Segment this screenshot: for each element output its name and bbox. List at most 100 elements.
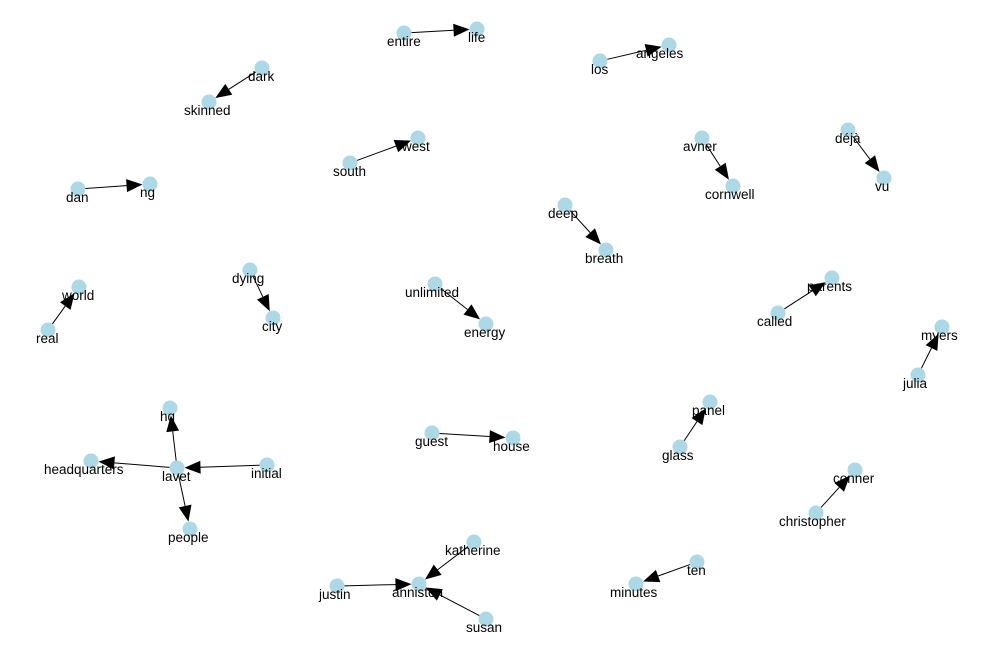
node-house xyxy=(505,430,521,446)
edge-julia-myers xyxy=(920,347,932,369)
node-avner xyxy=(694,130,710,146)
node-south xyxy=(342,155,358,171)
node-minutes xyxy=(628,576,644,592)
node-unlimited xyxy=(427,276,443,292)
node-label-conner: conner xyxy=(833,471,875,486)
arrowhead-initial-lavet xyxy=(184,460,201,474)
node-lavet xyxy=(169,460,185,476)
edge-dan-ng xyxy=(85,185,127,189)
node-breath xyxy=(598,242,614,258)
edges-layer xyxy=(51,23,939,616)
node-label-ng: ng xyxy=(140,185,155,200)
node-label-city: city xyxy=(262,319,283,334)
node-dan xyxy=(70,181,86,197)
node-label-minutes: minutes xyxy=(610,585,658,600)
node-hq xyxy=(162,400,178,416)
arrowhead-south-west xyxy=(393,140,411,153)
node-called xyxy=(770,305,786,321)
node-label-los: los xyxy=(591,62,609,77)
node-label-julia: julia xyxy=(902,376,928,391)
node-deep xyxy=(557,197,573,213)
edge-deja-vu xyxy=(852,135,871,160)
edge-lavet-people xyxy=(178,475,186,507)
nodes-layer xyxy=(40,21,950,627)
node-label-ten: ten xyxy=(687,563,706,578)
node-label-guest: guest xyxy=(415,434,448,449)
node-dark xyxy=(254,60,270,76)
node-label-parents: parents xyxy=(807,279,852,294)
node-glass xyxy=(672,439,688,455)
node-myers xyxy=(934,319,950,335)
node-west xyxy=(410,130,426,146)
node-christopher xyxy=(808,505,824,521)
edge-justin-anniston xyxy=(344,584,396,587)
arrowhead-ten-minutes xyxy=(643,569,661,583)
node-entire xyxy=(396,25,412,41)
arrowhead-dan-ng xyxy=(126,179,143,193)
node-katherine xyxy=(466,534,482,550)
node-label-myers: myers xyxy=(921,328,958,343)
edge-lavet-headquarters xyxy=(114,462,170,468)
arrowhead-dark-skinned xyxy=(215,83,233,98)
node-label-south: south xyxy=(333,164,366,179)
arrowhead-entire-life xyxy=(453,23,470,37)
node-label-cornwell: cornwell xyxy=(705,187,755,202)
arrowhead-called-parents xyxy=(808,282,826,297)
arrowhead-unlimited-energy xyxy=(463,304,481,320)
node-vu xyxy=(876,170,892,186)
node-city xyxy=(265,310,281,326)
arrowhead-julia-myers xyxy=(925,333,939,351)
node-label-anniston: anniston xyxy=(392,585,443,600)
node-label-real: real xyxy=(36,331,59,346)
edge-katherine-anniston xyxy=(437,546,469,571)
node-label-headquarters: headquarters xyxy=(44,462,124,477)
node-label-breath: breath xyxy=(585,251,623,266)
node-label-angeles: angeles xyxy=(636,46,684,61)
node-label-avner: avner xyxy=(683,139,717,154)
node-skinned xyxy=(201,94,217,110)
arrowhead-lavet-people xyxy=(178,504,192,522)
node-life xyxy=(469,21,485,37)
node-dying xyxy=(242,262,258,278)
edge-ten-minutes xyxy=(657,564,691,577)
node-real xyxy=(40,322,56,338)
edge-dark-skinned xyxy=(228,71,256,90)
node-headquarters xyxy=(83,453,99,469)
node-label-unlimited: unlimited xyxy=(405,285,459,300)
node-label-entire: entire xyxy=(387,34,421,49)
node-label-life: life xyxy=(468,30,485,45)
node-deja xyxy=(840,122,856,138)
node-guest xyxy=(424,425,440,441)
node-label-hq: hq xyxy=(160,409,175,424)
node-label-deep: deep xyxy=(548,206,578,221)
edge-glass-panel xyxy=(683,421,698,442)
node-label-called: called xyxy=(757,314,792,329)
node-label-dying: dying xyxy=(232,271,264,286)
node-label-skinned: skinned xyxy=(184,103,231,118)
edge-called-parents xyxy=(784,290,813,310)
edge-real-world xyxy=(51,305,66,325)
node-justin xyxy=(329,578,345,594)
node-label-initial: initial xyxy=(251,466,282,481)
edge-unlimited-energy xyxy=(440,288,468,310)
node-label-dark: dark xyxy=(248,69,275,84)
node-label-west: west xyxy=(401,139,430,154)
node-anniston xyxy=(411,576,427,592)
edge-los-angeles xyxy=(607,49,647,60)
node-energy xyxy=(478,316,494,332)
arrowhead-katherine-anniston xyxy=(424,564,442,580)
node-angeles xyxy=(661,37,677,53)
arrowhead-guest-house xyxy=(489,430,506,444)
node-label-katherine: katherine xyxy=(445,543,501,558)
node-susan xyxy=(478,611,494,627)
node-label-susan: susan xyxy=(466,620,502,635)
edge-avner-cornwell xyxy=(705,144,721,167)
edge-guest-house xyxy=(439,432,490,438)
edge-south-west xyxy=(356,145,397,161)
node-label-glass: glass xyxy=(662,448,694,463)
node-label-justin: justin xyxy=(318,587,351,602)
node-label-energy: energy xyxy=(464,325,506,340)
arrowhead-susan-anniston xyxy=(425,587,443,601)
edge-deep-breath xyxy=(569,210,591,233)
